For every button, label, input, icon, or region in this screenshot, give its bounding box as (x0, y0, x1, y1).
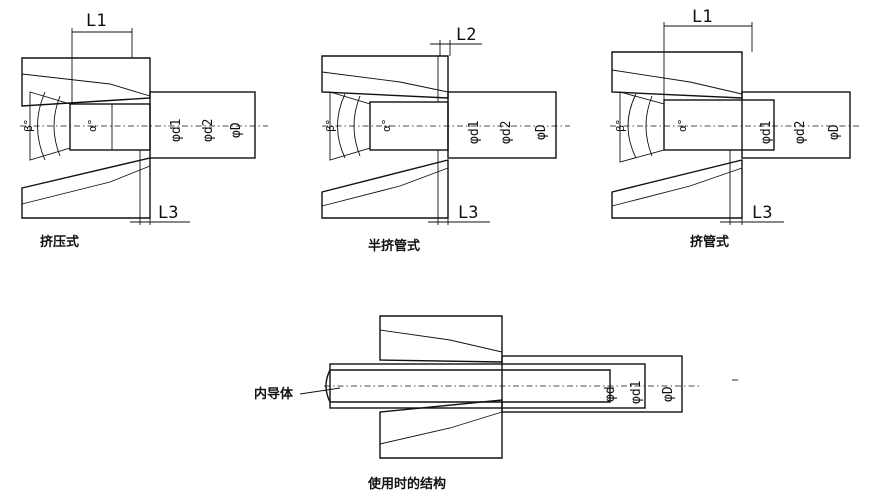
diam-label-d2: φd2 (793, 121, 808, 144)
caption-pressure: 挤压式 (40, 234, 79, 250)
dimension-l3: L3 (428, 150, 490, 225)
diam-label-D: φD (661, 386, 676, 402)
diam-label-D: φD (827, 124, 842, 140)
dim-label-top: L1 (692, 7, 712, 27)
angle-label-alpha: α° (676, 119, 689, 132)
diameter-labels: φd1 φd2 φD (759, 121, 842, 144)
dimension-l2: L2 (430, 25, 482, 56)
panel-pressure: L1 L3 φd1 φd2 φD β° α° 挤压式 (20, 11, 268, 250)
dim-label-bottom: L3 (458, 203, 478, 223)
diam-label-d2: φd2 (499, 121, 514, 144)
die-body (379, 315, 503, 459)
diam-label-d1: φd1 (169, 119, 184, 142)
angle-label-beta: β° (324, 119, 337, 132)
dimension-l1: L1 (71, 11, 133, 104)
guider-core (619, 91, 851, 163)
diameter-labels: φd1 φd2 φD (169, 119, 244, 142)
dim-label-top: L2 (456, 25, 476, 45)
angle-label-beta: β° (614, 119, 627, 132)
guider-core (329, 56, 557, 161)
angle-label-beta: β° (22, 119, 35, 132)
conductor-label: 内导体 (254, 386, 294, 402)
angle-label-alpha: α° (380, 119, 393, 132)
dimension-l3: L3 (720, 150, 784, 225)
panel-usage: 内导体 φd φd1 φD 使用时的结构 (254, 315, 700, 492)
diameter-labels: φd1 φd2 φD (467, 121, 549, 144)
diam-label-d2: φd2 (201, 119, 216, 142)
caption-semi-tubing: 半挤管式 (368, 238, 420, 254)
inner-conductor (325, 369, 611, 403)
dimension-l1: L1 (663, 7, 753, 100)
diam-label-d1: φd1 (467, 121, 482, 144)
die-body (21, 57, 151, 219)
die-body (611, 51, 743, 219)
panel-tubing: L1 L3 φd1 φd2 φD β° α° 挤管式 (610, 7, 860, 250)
panel-semi-tubing: L2 L3 φd1 φd2 φD β° α° 半挤管式 (321, 25, 570, 254)
dim-label-bottom: L3 (158, 203, 178, 223)
diam-label-d1: φd1 (629, 381, 644, 404)
angle-label-alpha: α° (86, 119, 99, 132)
diam-label-D: φD (534, 124, 549, 140)
caption-tubing: 挤管式 (690, 234, 729, 250)
diam-label-d1: φd1 (759, 121, 774, 144)
caption-usage: 使用时的结构 (367, 476, 446, 492)
conductor-leader (299, 387, 341, 395)
dim-label-top: L1 (86, 11, 106, 31)
diam-label-d: φd (603, 386, 618, 402)
die-body (321, 55, 449, 219)
dimension-l3: L3 (130, 150, 190, 225)
die-sleeve (501, 355, 683, 413)
diam-label-D: φD (229, 122, 244, 138)
diameter-labels: φd φd1 φD (603, 381, 676, 404)
dim-label-bottom: L3 (752, 203, 772, 223)
